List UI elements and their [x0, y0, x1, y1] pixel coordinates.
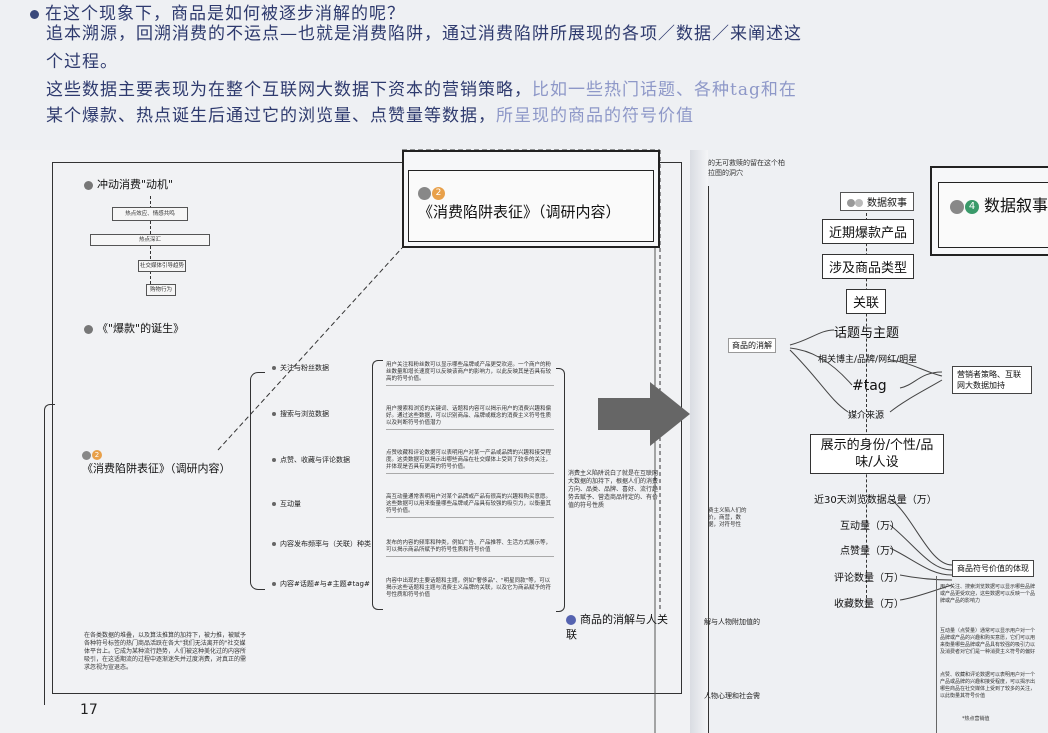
gray-dot-icon [855, 199, 863, 207]
metric-comments: 评论数量（万） [834, 573, 904, 584]
symbol-paragraph-1: 用户关注、搜索浏览数据可以显示哪些品牌或产品更受欢迎，这些数据可以反映一个品牌或… [940, 584, 1036, 604]
branch-desc-4: 高互动量通常表明用户对某个品牌或产品有很高的兴趣和购买意愿。这些数据可以用来衡量… [386, 494, 554, 518]
branch-desc-1: 用户关注和粉丝数可以显示哪些品牌或产品更受欢迎。一个商户的粉丝数量和增长速度可以… [386, 362, 554, 386]
branch-item: 互动量 [272, 500, 301, 509]
left-bracket [44, 404, 55, 705]
branch-desc-6: 内容中出现的主要话题和主题，例如"奢侈品"、"明星同款"等，可以揭示这些话题和主… [386, 578, 552, 598]
metric-views: 近30天浏览数据总量（万） [814, 495, 937, 506]
tree-top-node: 数据叙事 [840, 192, 914, 211]
middle-top-text: 的无可救赎的留在这个柏拉图的洞穴 [708, 159, 785, 177]
branch-item: 内容发布频率与（关联）种类 [272, 540, 371, 549]
trap-callout-box: 2《消费陷阱表征》（调研内容） [402, 150, 660, 248]
dot-icon [272, 412, 276, 416]
gray-dot-icon [950, 199, 964, 214]
blue-dot-icon [566, 615, 576, 625]
left-diagram-panel [52, 162, 682, 694]
handwritten-line-3: 个过程。 [46, 52, 118, 72]
symbol-footnote: *热点营销值 [962, 716, 990, 722]
section-hot-item-title: 《"爆款"的诞生》 [84, 320, 184, 336]
tree-node-topics: 话题与主题 [834, 326, 900, 341]
metric-interactions: 互动量（万） [840, 521, 900, 532]
branch-desc-5: 发布的内容的频率和种类，例如广告、产品推荐、生活方式展示等，可以揭示商品所赋予的… [386, 540, 554, 557]
bullet-icon [30, 10, 39, 19]
summary-text: 消费主义陷阱说白了就是在互联网大数据的加持下，根据人们的消费方向、品类、品牌、喜… [568, 470, 659, 509]
gray-dot-icon [82, 450, 91, 460]
tree-spine [866, 208, 867, 608]
tree-node-product-types: 涉及商品类型 [822, 254, 915, 279]
tree-node-relation: 关联 [846, 289, 887, 314]
branch-item: 关注与粉丝数据 [272, 364, 329, 373]
side-label-dissolution: 商品的消解 [728, 338, 776, 353]
symbol-panel [936, 576, 1048, 733]
flow-box-1: 热点效应、情感共鸣 [112, 207, 188, 221]
branch-desc-2: 用户搜索和浏览的关键词、话题和内容可以揭示用户的消费兴趣和偏好。通过这些数据，可… [386, 406, 554, 430]
branch-item: 内容#话题#与#主题#tag# [272, 580, 370, 589]
flow-box-3: 社交媒体引导趋势 [138, 260, 186, 272]
tree-node-hot-products: 近期爆款产品 [822, 219, 915, 244]
flow-box-4: 购物行为 [146, 284, 176, 296]
summary-bracket [556, 368, 565, 612]
callout-title: 2《消费陷阱表征》（调研内容） [418, 187, 621, 221]
tree-node-influencers: 相关博主/品牌/网红/明星 [818, 355, 918, 365]
handwritten-line-1: 在这个现象下，商品是如何被逐步消解的呢？ [30, 2, 405, 26]
branch-bracket [250, 372, 265, 590]
symbol-paragraph-3: 点赞、收藏和评论数据可以表明用户对一个产品或品牌的兴趣和接受程度，可以揭示出哪些… [940, 672, 1036, 699]
page-number: 17 [80, 702, 98, 718]
metric-likes: 点赞量（万） [840, 546, 900, 557]
gray-dot-icon [418, 187, 431, 200]
middle-cut-3: 人物心理和社会需 [704, 692, 760, 700]
right-page-border [708, 186, 709, 733]
number-badge-icon: 2 [92, 450, 102, 460]
symbol-paragraph-2: 互动量（点赞量）通常可以显示用户对一个品牌或产品的兴趣和购买意愿，它们可以用来衡… [940, 628, 1036, 655]
branch-item: 搜索与浏览数据 [272, 410, 329, 419]
dot-icon [272, 502, 276, 506]
handwritten-line-2: 追本溯源，回溯消费的不运点—也就是消费陷阱，通过消费陷阱所展现的各项／数据／来阐… [46, 24, 802, 44]
dot-icon [272, 458, 276, 462]
gray-dot-icon [84, 324, 93, 334]
branch-desc-3: 点赞收藏和评论数据可以表明用户对某一产品或品牌的兴趣和接受程度。这类数据可以揭示… [386, 450, 554, 474]
number-badge-icon: 2 [432, 187, 445, 200]
handwritten-line-5: 某个爆款、热点诞生后通过它的浏览量、点赞量等数据，所呈现的商品的符号价值 [46, 106, 694, 126]
middle-cut-1: 费主义陷人们的价，商营，数据，对符号性 [708, 508, 747, 528]
section-trap-title: 2《消费陷阱表征》（调研内容） [82, 450, 231, 475]
dot-icon [272, 366, 276, 370]
dot-icon [272, 542, 276, 546]
marketing-box: 营销者策略、互联网大数据加持 [952, 366, 1032, 394]
dissolution-node: 商品的消解与人关联 [566, 613, 668, 641]
tree-node-media-source: 媒介来源 [848, 411, 885, 421]
gray-dot-icon [847, 199, 855, 207]
gray-dot-icon [84, 180, 93, 190]
flow-box-2: 热点深汇 [90, 234, 210, 246]
tree-node-identity: 展示的身份/个性/品味/人设 [810, 434, 944, 474]
metric-favorites: 收藏数量（万） [834, 599, 904, 610]
section-impulse-title: 冲动消费"动机" [84, 176, 173, 192]
branch-bracket-2 [372, 360, 383, 610]
middle-cut-2: 解与人物附加值的 [704, 618, 760, 626]
page-fold [690, 150, 708, 733]
dot-icon [272, 582, 276, 586]
bottom-note: 在各类数据的堆叠，以及算法推算的加持下，被力推，被赋予各种符号标签的热门商品活跃… [84, 632, 247, 671]
symbol-value-box: 商品符号价值的体现 [952, 560, 1034, 577]
number-badge-icon: 4 [965, 199, 979, 214]
branch-item: 点赞、收藏与评论数据 [272, 456, 350, 465]
handwritten-line-4: 这些数据主要表现为在整个互联网大数据下资本的营销策略，比如一些热门话题、各种ta… [46, 80, 797, 100]
tree-node-tag: #tag [852, 378, 887, 394]
